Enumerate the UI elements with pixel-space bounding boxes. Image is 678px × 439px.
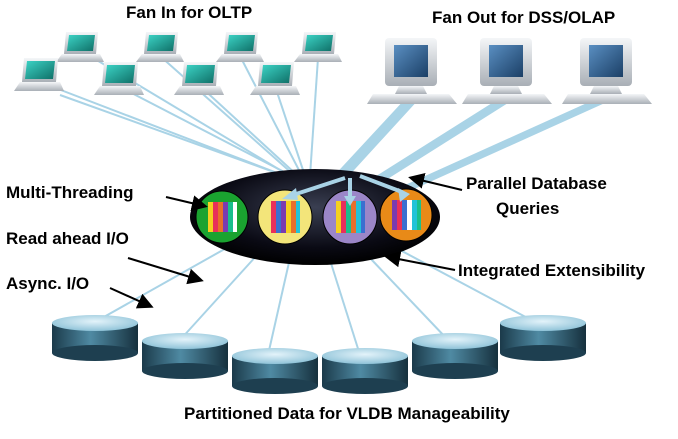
laptop-icon [14, 58, 64, 91]
laptop-icon [136, 32, 184, 62]
disk-icon [232, 348, 318, 394]
disk-icon [142, 333, 228, 379]
async-io-label: Async. I/O [6, 274, 89, 293]
laptop-icon [250, 62, 300, 95]
monitor-icon [367, 38, 457, 104]
laptop-icon [94, 62, 144, 95]
disk-icon [322, 348, 408, 394]
oltp-clients [14, 32, 342, 95]
monitor-icon [462, 38, 552, 104]
laptop-icon [216, 32, 264, 62]
server-process [196, 191, 248, 243]
olap-clients [367, 38, 652, 104]
read-ahead-label: Read ahead I/O [6, 229, 129, 248]
laptop-icon [56, 32, 104, 62]
fan-in-label: Fan In for OLTP [126, 3, 252, 22]
disk-icon [412, 333, 498, 379]
monitor-icon [562, 38, 652, 104]
database-server-hub [190, 169, 440, 265]
disk-icon [500, 315, 586, 361]
fan-out-label: Fan Out for DSS/OLAP [432, 8, 615, 27]
partitioned-data-label: Partitioned Data for VLDB Manageability [184, 404, 510, 423]
multi-threading-label: Multi-Threading [6, 183, 133, 202]
parallel-queries-label-line1: Parallel Database [466, 174, 607, 193]
laptop-icon [174, 62, 224, 95]
storage-disks [52, 315, 586, 394]
integrated-extensibility-label: Integrated Extensibility [458, 261, 646, 280]
parallel-queries-label-line2: Queries [496, 199, 559, 218]
laptop-icon [294, 32, 342, 62]
disk-icon [52, 315, 138, 361]
